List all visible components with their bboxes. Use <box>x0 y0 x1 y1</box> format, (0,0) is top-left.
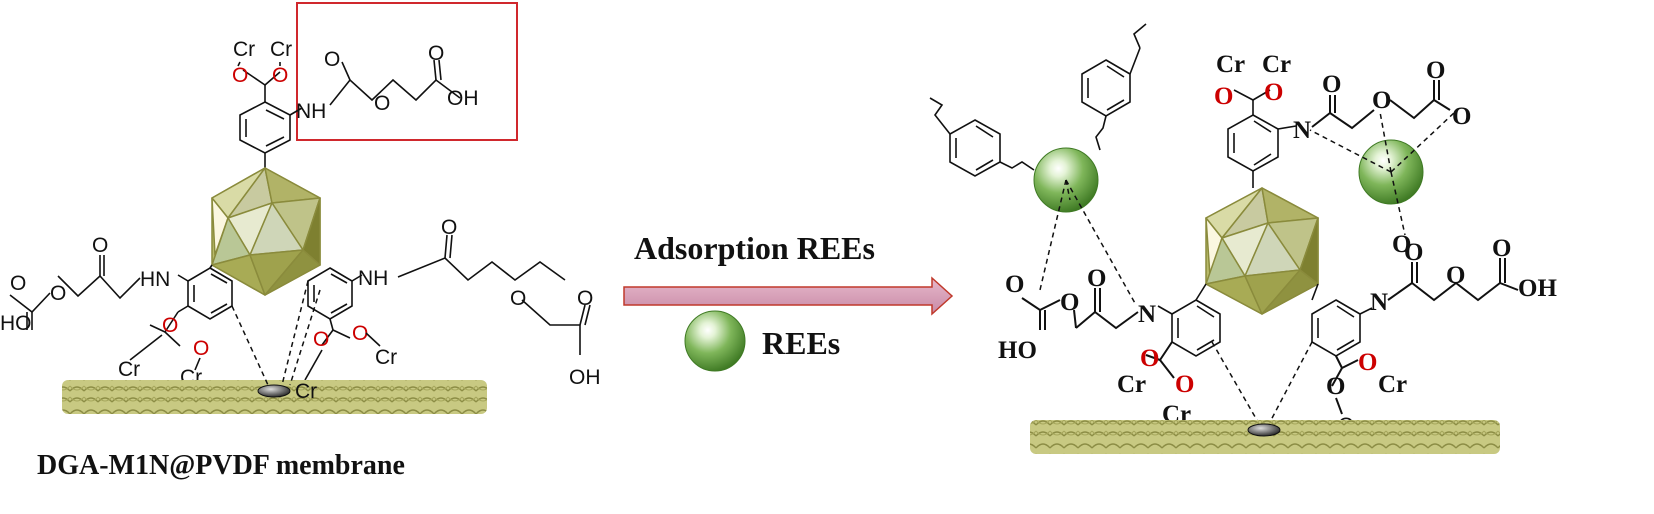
atom-oh: OH <box>569 366 601 389</box>
ree-sphere-icon <box>684 310 746 372</box>
atom-o: O <box>1372 87 1391 114</box>
atom-o: O <box>428 42 444 65</box>
ligand-highlight-box <box>296 2 518 141</box>
ree-legend-label: REEs <box>762 325 840 361</box>
atom-o-red: O <box>162 314 178 337</box>
atom-n: N <box>1293 117 1311 144</box>
atom-cr: Cr <box>270 38 292 61</box>
atom-o-red: O <box>232 64 248 87</box>
atom-o: O <box>1492 235 1511 262</box>
atom-o-red: O <box>1214 83 1233 110</box>
atom-cr: Cr <box>1262 51 1291 78</box>
arrow-label: Adsorption REEs <box>634 230 875 266</box>
atom-o: O <box>1452 103 1471 130</box>
atom-n: N <box>1138 301 1156 328</box>
atom-o-red: O <box>352 322 368 345</box>
atom-oh: OH <box>447 87 479 110</box>
metal-disc <box>1247 423 1281 437</box>
atom-o-red: O <box>272 64 288 87</box>
atom-cr: Cr <box>1216 51 1245 78</box>
atom-oh: OH <box>1518 275 1557 302</box>
atom-o: O <box>1392 231 1411 258</box>
atom-o: O <box>1322 71 1341 98</box>
pvdf-fiber <box>1030 420 1500 454</box>
atom-cr: Cr <box>233 38 255 61</box>
atom-ho: HO <box>0 312 32 335</box>
atom-cr: Cr <box>118 358 140 381</box>
atom-n: N <box>1370 289 1388 316</box>
left-lower-ring: N O O O HO O O Cr Cr <box>998 265 1221 428</box>
left-structure: O O O OH NH O O Cr Cr <box>0 2 601 481</box>
zr-cluster-polyhedron <box>1205 187 1319 315</box>
atom-o: O <box>1005 271 1024 298</box>
top-ring: O O Cr Cr N O O O O <box>1214 51 1471 188</box>
atom-o: O <box>441 216 457 239</box>
zr-cluster-polyhedron <box>211 167 321 296</box>
atom-o-red: O <box>1358 349 1377 376</box>
atom-ho: HO <box>998 337 1037 364</box>
metal-disc <box>257 384 291 398</box>
atom-o-red: O <box>1140 345 1159 372</box>
membrane-caption: DGA-M1N@PVDF membrane <box>37 450 405 481</box>
right-lower-ring: NH O O O OH O O Cr <box>304 216 601 389</box>
top-ring: O O Cr Cr <box>232 38 303 168</box>
left-lower-ring: HN O O O HO O O Cr Cr <box>0 234 233 389</box>
atom-hn: HN <box>140 268 170 291</box>
dga-ligand: O O O OH NH <box>296 42 479 123</box>
atom-o-red: O <box>313 328 329 351</box>
reaction-arrow: Adsorption REEs REEs <box>623 230 954 372</box>
atom-o: O <box>577 287 593 310</box>
atom-o-red: O <box>193 337 209 360</box>
atom-o-red: O <box>1264 79 1283 106</box>
atom-nh: NH <box>358 267 388 290</box>
atom-o: O <box>92 234 108 257</box>
atom-cr: Cr <box>1378 371 1407 398</box>
atom-cr: Cr <box>295 380 317 403</box>
atom-o: O <box>1446 262 1465 289</box>
arrow-shape <box>623 276 954 316</box>
atom-cr: Cr <box>375 346 397 369</box>
atom-o-red: O <box>1175 371 1194 398</box>
atom-o: O <box>10 272 26 295</box>
right-structure: O O Cr Cr N O O O O <box>929 23 1557 454</box>
right-lower-ring: N O O O OH O O O Cr Cr <box>1311 231 1557 437</box>
atom-cr: Cr <box>1117 371 1146 398</box>
atom-o: O <box>1404 239 1423 266</box>
phenyl-ring <box>929 97 1035 177</box>
atom-o: O <box>1326 373 1345 400</box>
phenyl-ring <box>1081 23 1147 151</box>
atom-o: O <box>324 48 340 71</box>
atom-o: O <box>50 282 66 305</box>
atom-nh: NH <box>296 100 326 123</box>
atom-o: O <box>374 92 390 115</box>
atom-o: O <box>1426 57 1445 84</box>
atom-o: O <box>1060 289 1079 316</box>
atom-o: O <box>1087 265 1106 292</box>
atom-o: O <box>510 287 526 310</box>
